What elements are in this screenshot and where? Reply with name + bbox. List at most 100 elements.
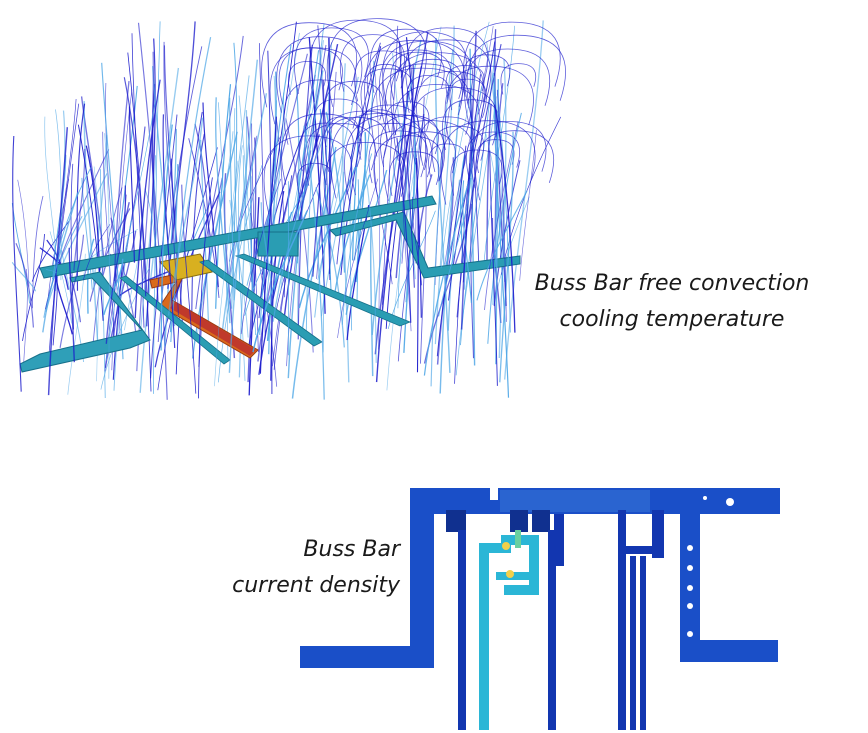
streamline: [228, 59, 259, 373]
current-density-caption-line1: Buss Bar: [303, 537, 400, 562]
streamline: [462, 214, 468, 283]
streamline: [341, 153, 373, 325]
streamline: [498, 59, 507, 359]
density-lead: [446, 510, 466, 532]
density-hot-path: [479, 535, 539, 730]
streamline: [153, 21, 161, 394]
density-hole: [687, 585, 693, 591]
streamline-loop: [402, 58, 463, 113]
streamline: [258, 21, 297, 319]
streamline-loop: [360, 68, 414, 116]
density-left-foot: [300, 646, 434, 668]
streamline-loop: [368, 130, 428, 184]
streamline: [382, 25, 399, 305]
streamline-loop: [340, 34, 405, 92]
density-lead: [640, 556, 646, 730]
streamline: [491, 217, 502, 324]
convection-caption: Buss Bar free convection cooling tempera…: [522, 266, 822, 338]
streamline: [42, 192, 79, 333]
streamline: [337, 178, 379, 339]
streamline: [484, 121, 519, 311]
streamline: [160, 124, 173, 351]
streamline: [229, 97, 235, 301]
streamline: [218, 102, 229, 362]
streamline: [47, 127, 69, 396]
streamline: [124, 208, 144, 331]
streamline: [369, 213, 374, 377]
streamline: [260, 202, 272, 281]
streamline: [175, 111, 203, 375]
streamline-loop: [324, 80, 384, 134]
streamline: [438, 177, 472, 317]
streamline: [73, 148, 86, 271]
streamline-loop: [393, 84, 480, 161]
density-right-post: [680, 488, 700, 662]
streamline: [22, 233, 45, 341]
streamline: [340, 46, 382, 276]
streamline: [336, 42, 381, 265]
streamline-loop: [366, 63, 404, 97]
streamline-loop: [288, 61, 327, 95]
streamline: [402, 149, 412, 332]
density-lead: [548, 530, 556, 730]
density-hole: [687, 603, 693, 609]
buss-bar-left-z: [19, 271, 151, 373]
streamline: [83, 224, 111, 281]
streamline: [167, 117, 204, 316]
streamline-loop: [466, 131, 521, 180]
streamline-loop: [464, 48, 551, 125]
streamline: [17, 179, 30, 287]
density-left-post: [410, 488, 434, 668]
streamline: [494, 104, 516, 333]
streamline: [497, 93, 511, 333]
streamline: [411, 196, 423, 286]
streamline: [355, 132, 367, 283]
streamline-loop: [294, 27, 369, 94]
streamline-loop: [390, 52, 484, 135]
current-density-plot: [300, 488, 780, 730]
streamline: [146, 38, 156, 327]
streamline-loop: [445, 65, 485, 100]
density-gap-notch: [490, 488, 498, 500]
streamline-loop: [419, 116, 476, 166]
streamline: [221, 93, 268, 336]
streamline: [228, 75, 250, 278]
streamline: [267, 50, 273, 395]
streamline: [495, 79, 500, 365]
streamline-loop: [323, 141, 406, 215]
streamline: [356, 179, 360, 302]
streamline: [315, 187, 345, 348]
streamline: [460, 30, 477, 330]
streamline: [55, 109, 62, 281]
streamline: [231, 42, 238, 309]
streamline: [77, 124, 104, 321]
streamline: [170, 36, 212, 343]
streamline-loop: [449, 78, 486, 111]
streamline-loop: [476, 139, 515, 174]
streamline: [345, 169, 388, 315]
streamline: [200, 139, 210, 335]
density-hole: [726, 498, 734, 506]
streamline: [287, 70, 324, 379]
streamline: [45, 173, 108, 312]
streamline: [198, 177, 213, 399]
streamline: [181, 184, 197, 394]
streamline-loop: [261, 22, 358, 108]
streamline: [101, 62, 124, 360]
streamline: [163, 41, 180, 316]
streamline: [496, 89, 507, 322]
streamline-loop: [283, 79, 358, 145]
streamline: [48, 103, 80, 362]
streamline-loop: [373, 135, 443, 197]
streamline-loop: [405, 27, 489, 102]
streamline: [48, 179, 69, 296]
density-lead: [618, 546, 664, 554]
convection-streamlines: [11, 18, 566, 400]
streamline-loop: [390, 51, 445, 100]
streamline: [45, 269, 57, 274]
streamline: [434, 37, 451, 373]
streamline: [163, 45, 184, 327]
streamline-loop: [281, 113, 362, 185]
streamline: [312, 79, 325, 277]
